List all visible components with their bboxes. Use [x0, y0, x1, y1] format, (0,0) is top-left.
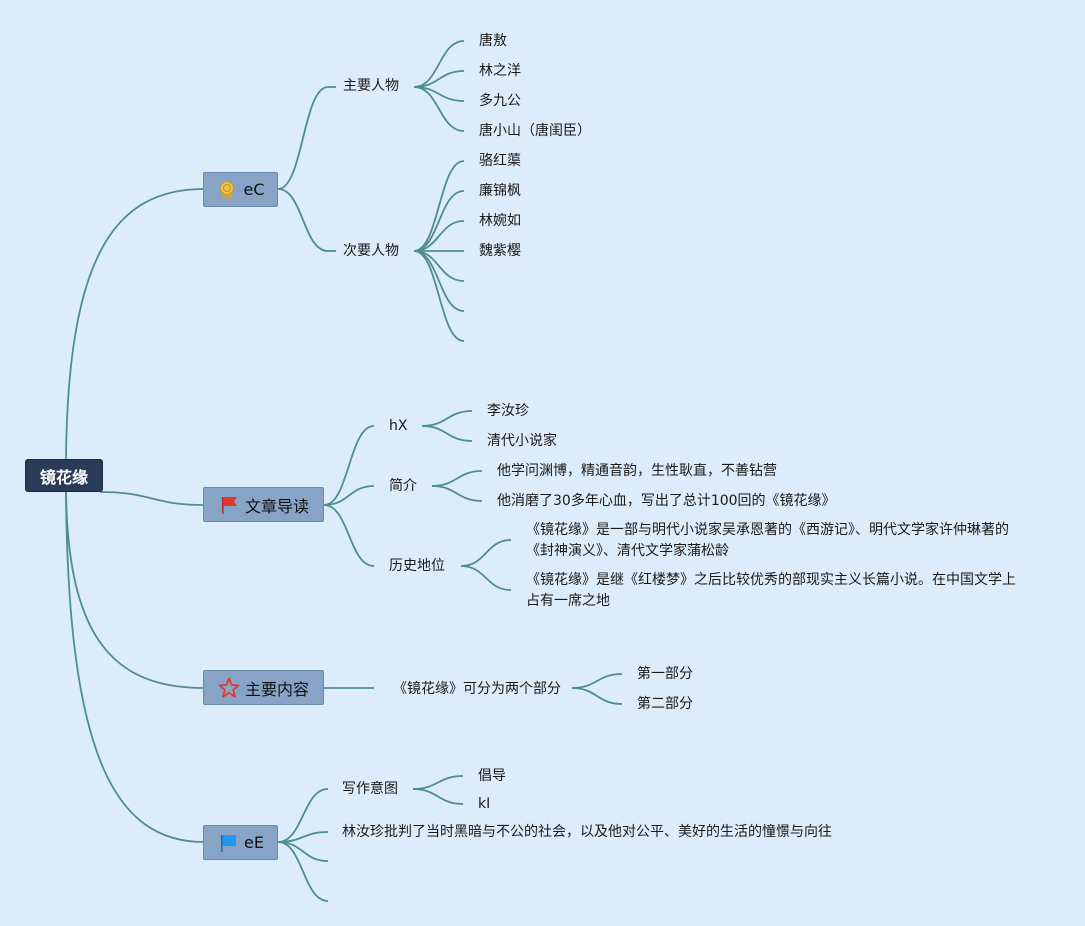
connector-minor-role-3: [413, 220, 465, 252]
leaf-part-1[interactable]: 第一部分: [637, 666, 693, 682]
leaf-main-role-3[interactable]: 多九公: [479, 93, 521, 109]
subtopic-main-roles[interactable]: 主要人物: [343, 78, 399, 94]
connector-part-2: [571, 687, 623, 705]
leaf-status-1[interactable]: 《镜花缘》是一部与明代小说家吴承恩著的《西游记》、明代文学家许仲琳著的《封神演义…: [526, 522, 1009, 559]
branch-node-reading-guide[interactable]: 文章导读: [203, 487, 324, 522]
award-ribbon-icon: [216, 179, 238, 201]
connector-ee-intent: [277, 788, 329, 843]
branch-label-content: 主要内容: [244, 679, 309, 699]
subtopic-criticism[interactable]: 林汝珍批判了当时黑暗与不公的社会，以及他对公平、美好的生活的憧憬与向往: [342, 824, 832, 840]
connector-main-role-1: [413, 40, 465, 88]
connector-minor-role-7: [413, 250, 465, 342]
connector-status-2: [460, 565, 512, 591]
leaf-intro-1[interactable]: 他学问渊博，精通音韵，生性耿直，不善钻营: [497, 463, 777, 479]
subtopic-hx[interactable]: hX: [389, 418, 408, 434]
subtopic-status[interactable]: 历史地位: [389, 558, 445, 574]
leaf-status-2[interactable]: 《镜花缘》是继《红楼梦》之后比较优秀的部现实主义长篇小说。在中国文学上占有一席之…: [526, 572, 1016, 609]
connector-guide-hx: [323, 425, 375, 506]
subtopic-intro[interactable]: 简介: [389, 478, 417, 494]
connector-minor-role-6: [413, 250, 465, 312]
subtopic-division[interactable]: 《镜花缘》可分为两个部分: [393, 681, 561, 697]
connector-guide-intro: [323, 485, 375, 506]
leaf-minor-role-1[interactable]: 骆红蕖: [479, 153, 521, 169]
red-flag-icon: [218, 494, 240, 516]
connector-intro-2: [431, 485, 483, 502]
leaf-intent-2[interactable]: kI: [478, 796, 491, 812]
connector-hx-2: [421, 425, 473, 442]
subtopic-minor-roles[interactable]: 次要人物: [343, 243, 399, 259]
connector-characters-minor: [277, 188, 329, 252]
connector-status-1: [460, 539, 512, 567]
leaf-part-2[interactable]: 第二部分: [637, 696, 693, 712]
blue-flag-icon: [217, 832, 239, 854]
branch-node-ee[interactable]: eE: [203, 825, 278, 860]
connector-intent-1: [412, 775, 464, 790]
leaf-main-role-1[interactable]: 唐敖: [479, 33, 507, 49]
leaf-main-role-2[interactable]: 林之洋: [479, 63, 521, 79]
leaf-intro-2[interactable]: 他消磨了30多年心血，写出了总计100回的《镜花缘》: [497, 493, 836, 509]
root-node[interactable]: 镜花缘: [25, 459, 103, 492]
leaf-hx-2[interactable]: 清代小说家: [487, 433, 557, 449]
connector-minor-role-5: [413, 250, 465, 282]
branch-label-reading-guide: 文章导读: [244, 496, 309, 516]
connector-root-reading-guide: [99, 491, 205, 506]
branch-node-characters[interactable]: eC: [203, 172, 278, 207]
connector-main-role-4: [413, 86, 465, 132]
connector-root-content: [65, 491, 205, 689]
leaf-minor-role-2[interactable]: 廉锦枫: [479, 183, 521, 199]
connector-root-characters: [65, 188, 205, 460]
connector-characters-main: [277, 86, 329, 190]
connector-part-1: [571, 673, 623, 689]
connector-intro-1: [431, 470, 483, 487]
leaf-minor-role-4[interactable]: 魏紫樱: [479, 243, 521, 259]
leaf-main-role-4[interactable]: 唐小山（唐闺臣）: [479, 123, 591, 139]
connector-minor-role-1: [413, 160, 465, 252]
leaf-minor-role-3[interactable]: 林婉如: [479, 213, 521, 229]
subtopic-intent[interactable]: 写作意图: [342, 781, 398, 797]
connector-hx-1: [421, 410, 473, 427]
connector-root-ee: [65, 491, 205, 843]
connector-minor-role-2: [413, 190, 465, 252]
connector-ee-empty-2: [277, 841, 329, 902]
branch-node-content[interactable]: 主要内容: [203, 670, 324, 705]
branch-label-ee: eE: [244, 833, 264, 852]
connector-guide-status: [323, 504, 375, 567]
connector-intent-2: [412, 788, 464, 805]
leaf-intent-1[interactable]: 倡导: [478, 768, 506, 784]
star-outline-icon: [218, 677, 240, 699]
leaf-hx-1[interactable]: 李汝珍: [487, 403, 529, 419]
branch-label-characters: eC: [243, 180, 265, 199]
